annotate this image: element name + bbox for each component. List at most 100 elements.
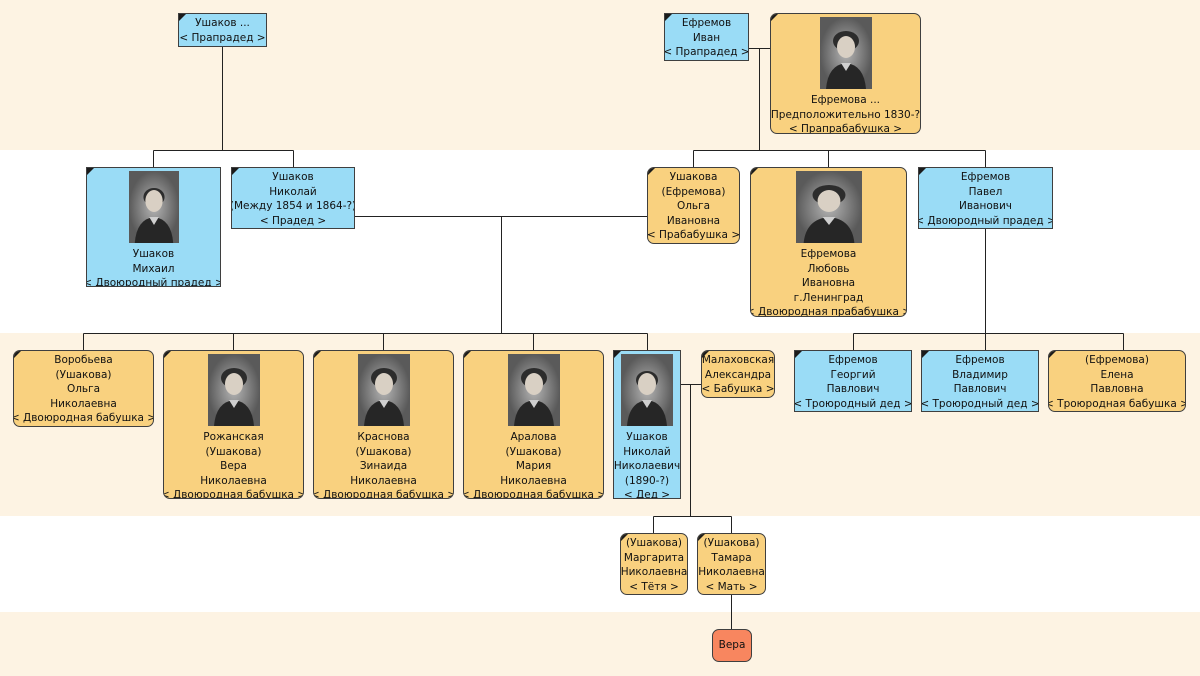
generation-band-5 <box>0 612 1200 676</box>
person-name-line: Николаевна <box>50 397 117 410</box>
relation-label: < Бабушка > <box>701 383 775 395</box>
portrait-photo <box>795 171 862 243</box>
portrait-photo <box>507 354 560 426</box>
relation-label: < Двоюродная бабушка > <box>463 489 604 499</box>
relation-label: < Троюродный дед > <box>794 397 912 410</box>
person-name-line: Рожанская <box>203 431 264 443</box>
relation-label: < Троюродная бабушка > <box>1048 397 1186 410</box>
person-name-line: Павлович <box>953 383 1007 395</box>
relation-label: < Прапрадед > <box>664 46 749 58</box>
person-name-line: Ольга <box>676 200 711 212</box>
person-name-line: Ушакова <box>669 171 718 183</box>
person-name-line: Зинаида <box>359 460 408 472</box>
person-name-line: (Ушакова) <box>703 537 760 549</box>
relation-label: < Прапрабабушка > <box>788 123 903 134</box>
person-name-line: Вера <box>220 460 247 472</box>
connector <box>83 216 648 350</box>
portrait-photo <box>207 354 260 426</box>
person-name-line: Александра <box>704 368 772 381</box>
person-name-line: Аралова <box>510 431 557 443</box>
person-name-line: (Предположительно 1830-?) <box>770 108 921 121</box>
person-name-line: Краснова <box>357 431 410 443</box>
relation-label: < Прапрадед > <box>179 31 266 44</box>
person-name-line: Иван <box>692 31 721 44</box>
person-name-line: (Ефремова) <box>1085 354 1149 366</box>
person-name-line: Николаевна <box>698 566 765 578</box>
person-name-line: Ушаков <box>132 248 175 260</box>
person-name-line: Мария <box>515 460 552 472</box>
relation-label: < Прабабушка > <box>647 229 740 241</box>
person-name-line: Ефремов <box>828 354 878 366</box>
connector <box>653 384 732 533</box>
person-card-ushakov-praprad[interactable]: Ушаков ... < Прапрадед > <box>178 13 267 47</box>
person-name-line: (Между 1854 и 1864-?) <box>231 200 355 212</box>
relation-label: < Двоюродный прадед > <box>86 277 221 287</box>
person-name-line: Георгий <box>830 368 876 381</box>
relation-label: < Мать > <box>705 580 758 593</box>
person-name-line: Ольга <box>66 383 101 395</box>
connector <box>853 229 1124 350</box>
person-name-line: (Ушакова) <box>625 537 683 549</box>
relation-label: < Тётя > <box>629 580 679 593</box>
person-card-efremova-praprababushka[interactable]: Ефремова ... (Предположительно 1830-?) < П… <box>770 13 921 134</box>
person-name-line: Ефремов <box>955 354 1005 366</box>
person-name-line: Малаховская <box>701 354 775 366</box>
person-name-line: г.Ленинград <box>793 291 864 304</box>
person-name-line: Ушаков <box>626 431 668 443</box>
portrait-photo <box>819 17 872 89</box>
portrait-photo <box>621 354 673 426</box>
person-name-line: Ушаков ... <box>195 17 250 29</box>
person-card-vera[interactable]: Вера <box>712 629 752 662</box>
person-name-line: Николаевна <box>350 474 417 487</box>
person-name-line: Николай <box>623 445 671 458</box>
person-name-line: (1890-?) <box>624 474 670 487</box>
relation-label: < Троюродный дед > <box>921 397 1039 410</box>
person-name-line: Любовь <box>807 262 850 275</box>
person-name-line: Воробьева <box>54 354 113 366</box>
person-name-line: Маргарита <box>623 551 685 564</box>
person-name-line: (Ушакова) <box>355 445 412 458</box>
person-name-line: Николай <box>269 185 317 198</box>
connector <box>153 47 294 167</box>
relation-label: < Дед > <box>623 489 671 499</box>
person-name-line: Ефремов <box>681 17 732 29</box>
person-name-line: Ивановна <box>801 277 856 289</box>
person-name-line: Николаевич <box>613 460 681 472</box>
person-name-line: Павел <box>968 185 1003 198</box>
relation-label: < Прадед > <box>259 214 327 227</box>
person-name-line: Вера <box>718 639 746 652</box>
person-name-line: Николаевна <box>200 474 267 487</box>
person-name-line: Ефремова <box>800 248 857 260</box>
person-name-line: Ефремова ... <box>810 94 881 106</box>
person-name-line: Николаевна <box>620 566 688 578</box>
person-name-line: Ефремов <box>960 171 1011 183</box>
person-name-line: Павловна <box>1090 383 1144 395</box>
person-name-line: Ушаков <box>272 171 314 183</box>
generation-band-4 <box>0 516 1200 612</box>
relation-label: < Двоюродная прабабушка > <box>750 306 907 317</box>
connector <box>693 48 986 167</box>
relation-label: < Двоюродная бабушка > <box>163 489 304 499</box>
person-name-line: (Ефремова) <box>661 185 726 198</box>
person-name-line: Николаевна <box>500 474 567 487</box>
portrait-photo <box>357 354 410 426</box>
person-name-line: Иванович <box>959 200 1012 212</box>
